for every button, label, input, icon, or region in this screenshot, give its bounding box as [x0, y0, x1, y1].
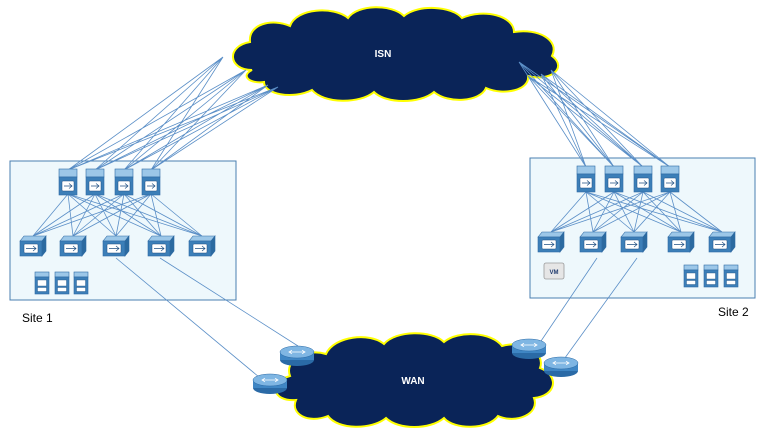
site1-leaf-switch-3	[102, 235, 130, 257]
site2-spine-switch-3	[633, 165, 653, 193]
wan-links	[115, 257, 638, 383]
site2-leaf-switch-4	[667, 231, 695, 253]
site2-server-1	[683, 264, 699, 288]
site2-server-3	[723, 264, 739, 288]
site2-spine-switch-4	[660, 165, 680, 193]
isn-site2-links	[518, 61, 671, 168]
isn-cloud: ISN	[232, 6, 559, 102]
site2-server-2	[703, 264, 719, 288]
site1-leaf-switch-5	[188, 235, 216, 257]
site1-leaf-switch-4	[147, 235, 175, 257]
vm-label: VM	[550, 270, 559, 276]
site1-server-1	[34, 271, 50, 295]
site1-server-2	[54, 271, 70, 295]
site2-leaf-switch-5	[708, 231, 736, 253]
site1-spine-switch-3	[114, 168, 134, 196]
site2-vm: VM	[543, 262, 565, 280]
wan-router-site2-b	[543, 356, 579, 378]
site2-label: Site 2	[718, 305, 749, 319]
site1-fabric-links	[32, 193, 203, 237]
site2-leaf-switch-3	[620, 231, 648, 253]
wan-label: WAN	[401, 376, 424, 387]
site1-spine-switch-2	[85, 168, 105, 196]
site2-spine-switch-2	[604, 165, 624, 193]
site1-label: Site 1	[22, 311, 53, 325]
site1-spine-switch-1	[58, 168, 78, 196]
wan-cloud: WAN	[274, 332, 554, 428]
site1-server-3	[73, 271, 89, 295]
site2-leaf-switch-2	[579, 231, 607, 253]
isn-site1-links	[67, 56, 279, 171]
wan-router-site2-a	[511, 338, 547, 360]
site2-spine-switch-1	[576, 165, 596, 193]
site1-leaf-switch-1	[19, 235, 47, 257]
wan-router-site1-a	[279, 345, 315, 367]
site2-leaf-switch-1	[537, 231, 565, 253]
isn-label: ISN	[375, 49, 392, 60]
site1-spine-switch-4	[141, 168, 161, 196]
wan-router-site1-b	[252, 373, 288, 395]
site1-leaf-switch-2	[59, 235, 87, 257]
site2-fabric-links	[550, 191, 723, 233]
